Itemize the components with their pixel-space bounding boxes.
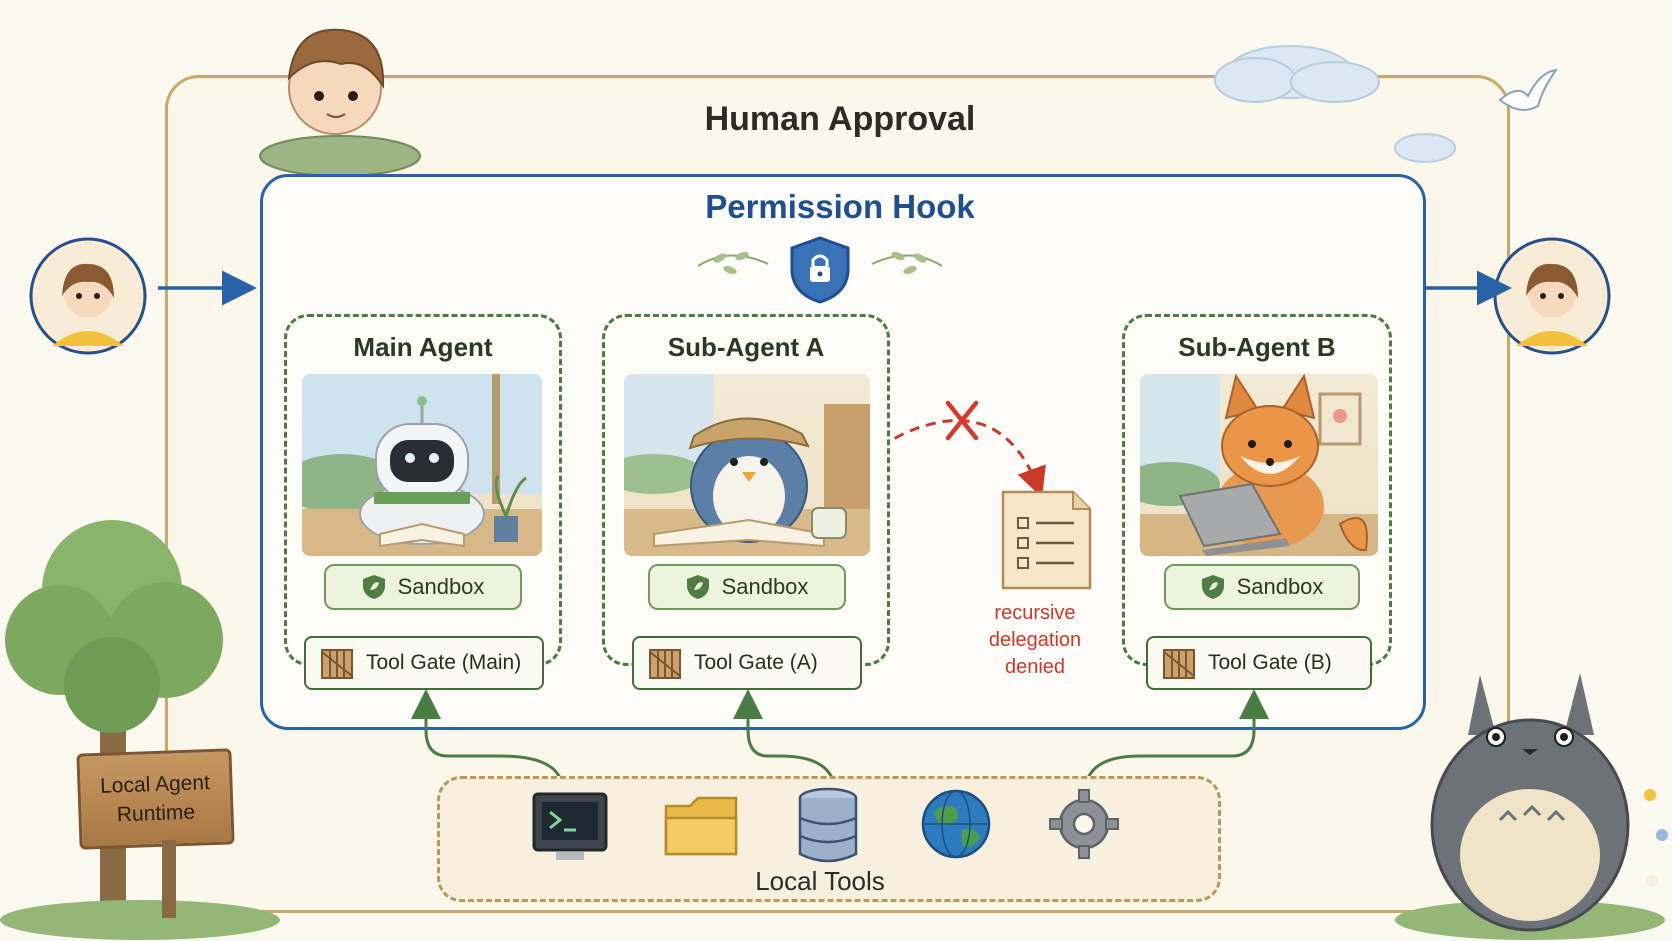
gate-icon [1163,649,1195,679]
tool-gate-main: Tool Gate (Main) [304,636,544,690]
robot-icon [302,374,542,556]
tool-gate-label: Tool Gate (B) [1208,651,1332,674]
gate-icon [649,649,681,679]
delegation-denied-note: recursive delegation denied [965,600,1105,681]
shield-leaf-icon [686,575,709,599]
flower-icon [1644,789,1668,887]
forest-spirit-icon [1395,673,1668,940]
folder-icon [664,796,738,856]
tool-gate-a: Tool Gate (A) [632,636,862,690]
shield-leaf-icon [362,575,385,599]
sandbox-label: Sandbox [397,574,485,599]
sandbox-label: Sandbox [1236,574,1324,599]
sign-line: Runtime [116,800,196,827]
document-icon [1001,490,1092,590]
user-left-avatar [29,237,147,355]
sandbox-badge-main: Sandbox [324,564,522,610]
permission-hook-title: Permission Hook [705,188,975,225]
sign-post [162,840,176,918]
sandbox-badge-b: Sandbox [1164,564,1360,610]
cloud-icon [1214,45,1456,163]
denied-x-icon [945,400,979,441]
sandbox-badge-a: Sandbox [648,564,846,610]
robot-scene [302,374,542,556]
penguin-scene [624,374,870,556]
fox-scene [1140,374,1378,556]
arrow-tools-to-gate-main [411,689,562,779]
shield-leaf-icon [1201,575,1224,599]
shield-lock-icon [697,236,943,304]
gear-icon [1049,789,1119,859]
tool-gate-label: Tool Gate (A) [694,651,818,674]
sign-line: Local Agent [99,771,211,798]
arrow-tools-to-gate-a [733,689,834,779]
tool-gate-b: Tool Gate (B) [1146,636,1372,690]
database-icon [798,787,858,863]
agent-title: Main Agent [353,332,493,362]
arrow-tools-to-gate-b [1086,689,1269,779]
terminal-icon [532,792,608,860]
penguin-icon [624,374,870,556]
tool-icons-row [532,787,1119,863]
denied-line: delegation [988,629,1082,651]
user-right-avatar [1493,237,1611,355]
tool-gate-label: Tool Gate (Main) [366,651,522,674]
agent-title: Sub-Agent B [1178,332,1336,362]
tree-icon [0,520,280,940]
local-tools-label: Local Tools [755,866,885,896]
agent-title: Sub-Agent A [667,332,825,362]
globe-icon [921,789,991,859]
fox-icon [1140,374,1378,556]
sandbox-label: Sandbox [721,574,809,599]
human-approval-title: Human Approval [704,100,976,138]
local-agent-runtime-sign: Local Agent Runtime [76,748,235,850]
gate-icon [321,649,353,679]
denied-line: recursive [994,602,1076,624]
child-peeking-icon [259,28,421,177]
bird-icon [1498,68,1559,111]
denied-line: denied [1004,656,1066,678]
